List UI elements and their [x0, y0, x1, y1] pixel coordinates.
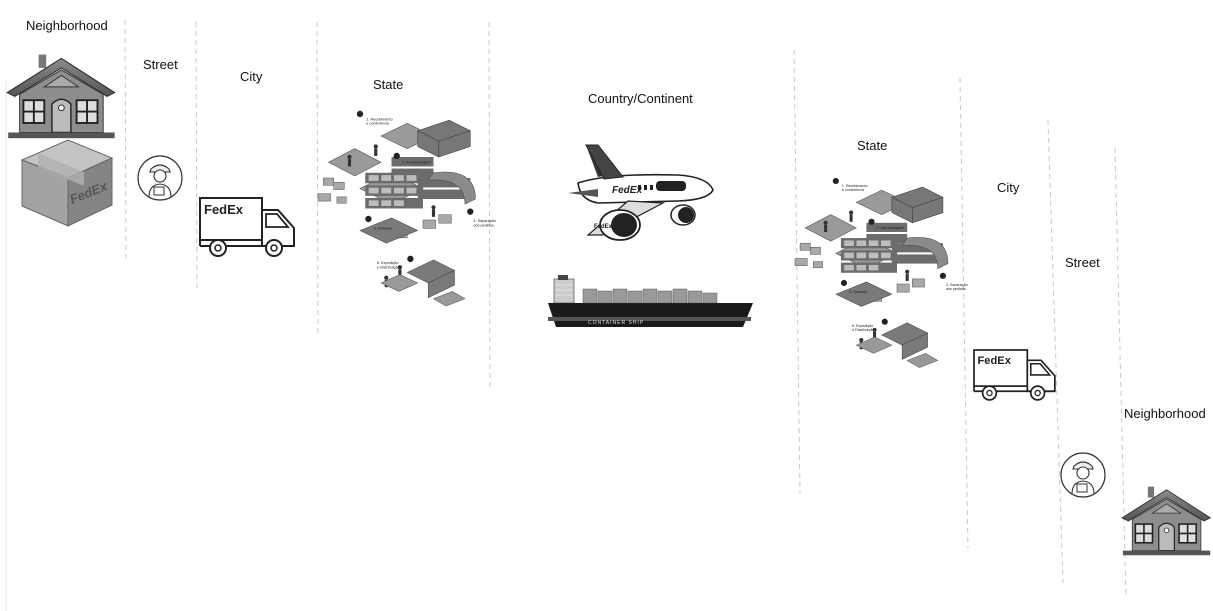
divider-3: [317, 22, 318, 334]
cargo-plane-icon: FedEx FedEx: [568, 145, 713, 240]
delivery-truck-icon: FedEx: [200, 198, 294, 256]
house-with-package-icon: FedEx: [7, 55, 114, 226]
house-icon: [1122, 487, 1210, 556]
divider-2: [196, 22, 197, 292]
courier-icon: [1061, 453, 1105, 497]
divider-6: [960, 78, 968, 548]
divider-5: [794, 50, 800, 494]
stage-label-state-destination: State: [857, 138, 887, 153]
plane-engine-brand: FedEx: [594, 224, 613, 230]
warehouse-logistics-icon: [795, 178, 968, 368]
stage-label-state-origin: State: [373, 77, 403, 92]
stage-label-street-origin: Street: [143, 57, 178, 72]
stage-label-street-destination: Street: [1065, 255, 1100, 270]
stage-label-neighborhood-origin: Neighborhood: [26, 18, 108, 33]
stage-label-city-origin: City: [240, 69, 263, 84]
divider-4: [489, 22, 490, 390]
stage-label-neighborhood-destination: Neighborhood: [1124, 406, 1206, 421]
warehouse-logistics-icon: [318, 111, 496, 306]
divider-7: [1048, 120, 1063, 583]
truck-brand-origin: FedEx: [204, 202, 244, 217]
courier-icon: [138, 156, 182, 200]
divider-1: [125, 20, 126, 258]
truck-brand-destination: FedEx: [977, 355, 1011, 367]
stage-label-city-destination: City: [997, 180, 1020, 195]
plane-brand: FedEx: [612, 185, 642, 196]
ship-label: CONTAINER SHIP: [588, 320, 644, 326]
container-ship-icon: CONTAINER SHIP: [548, 275, 753, 327]
stage-label-country-continent: Country/Continent: [588, 91, 693, 106]
package-icon: FedEx: [22, 140, 112, 226]
delivery-truck-icon: FedEx: [974, 350, 1055, 400]
divider-8: [1115, 148, 1126, 598]
